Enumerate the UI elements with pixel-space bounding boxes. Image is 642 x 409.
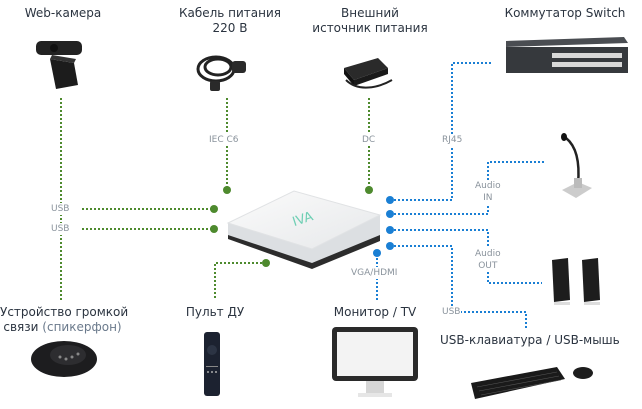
port-label-dc: DC (361, 134, 377, 146)
switch-title: Коммутатор Switch (504, 6, 626, 20)
power-supply-image (344, 58, 393, 89)
port-dot (210, 225, 218, 233)
port-dot (386, 242, 394, 250)
port-dot (223, 186, 231, 194)
speakerphone-image (31, 341, 97, 377)
port-dot (365, 186, 373, 194)
webcam-image (36, 41, 82, 89)
port-label-vga-hdmi: VGA/HDMI (350, 267, 399, 279)
speakers-image (552, 258, 600, 305)
iva-logo: IVA (291, 209, 316, 230)
monitor-image (332, 327, 418, 397)
monitor-title: Монитор / TV (333, 305, 417, 319)
port-label-usb-webcam: USB (50, 203, 71, 215)
port-label-audio-in: Audio IN (474, 180, 502, 204)
wire-audio-out (390, 229, 542, 284)
port-label-audio-out: Audio OUT (474, 248, 502, 272)
power-supply-title-line1: Внешний (341, 6, 399, 20)
power-supply-title-line2: источник питания (312, 21, 428, 35)
remote-image (204, 332, 220, 396)
network-switch-image (506, 37, 628, 73)
speakerphone-title-line1: Устройство громкой (0, 305, 129, 319)
audio-in-line1: Audio (475, 181, 501, 191)
webcam-title: Web-камера (24, 6, 102, 20)
power-supply-title: Внешний источник питания (305, 6, 435, 36)
microphone-image (561, 133, 592, 198)
wire-audio-in (390, 161, 546, 215)
port-dot (386, 226, 394, 234)
audio-out-line1: Audio (475, 249, 501, 259)
port-label-usb-keyboard: USB (441, 306, 462, 318)
port-dot (210, 205, 218, 213)
port-dot (386, 210, 394, 218)
speakerphone-title: Устройство громкой связи (спикерфон) (0, 305, 129, 335)
port-label-iec: IEC C6 (208, 134, 240, 146)
keyboard-mouse-image (471, 367, 593, 399)
iva-device: IVA (226, 190, 382, 269)
port-dot (373, 249, 381, 257)
remote-title: Пульт ДУ (185, 305, 245, 319)
speakerphone-title-line2: связи (3, 320, 39, 334)
port-label-rj45: RJ45 (441, 134, 464, 146)
keyboard-title: USB-клавиатура / USB-мышь (440, 333, 620, 347)
power-cable-image (196, 55, 246, 91)
port-dot (262, 259, 270, 267)
power-cable-title-line2: 220 В (212, 21, 248, 35)
speakerphone-title-note: (спикерфон) (42, 320, 122, 334)
power-cable-title: Кабель питания 220 В (170, 6, 290, 36)
wire-remote (214, 262, 266, 300)
port-dot (386, 196, 394, 204)
audio-in-line2: IN (483, 193, 493, 203)
audio-out-line2: OUT (478, 261, 498, 271)
power-cable-title-line1: Кабель питания (178, 6, 282, 20)
port-label-usb-speakerphone: USB (50, 223, 71, 235)
